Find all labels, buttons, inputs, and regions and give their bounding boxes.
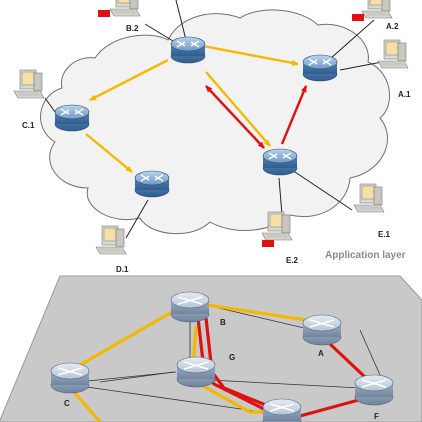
layer-label: Application layer — [325, 250, 406, 261]
router-icon — [262, 398, 302, 422]
computer-icon — [353, 183, 385, 213]
computer-icon — [361, 0, 393, 19]
router-icon — [302, 54, 338, 82]
application-layer: B.2 A.2 A.1 C.1 D.1 E.1 E.2 Application … — [13, 0, 411, 274]
host-label-a1: A.1 — [398, 90, 411, 99]
router-icon — [134, 170, 170, 198]
router-icon — [54, 104, 90, 132]
host-label-e1: E.1 — [378, 230, 391, 239]
node-label-c: C — [64, 399, 70, 408]
router-icon — [354, 374, 394, 406]
computer-icon — [109, 0, 141, 17]
computer-icon — [95, 225, 127, 255]
router-icon — [176, 356, 216, 388]
router-icon — [170, 36, 206, 64]
router-icon — [302, 314, 342, 346]
computer-icon — [13, 69, 45, 99]
node-label-g: G — [229, 353, 235, 362]
router-icon — [50, 362, 90, 394]
node-label-a: A — [318, 349, 324, 358]
node-label-f: F — [374, 412, 379, 421]
host-label-a2: A.2 — [386, 22, 399, 31]
host-label-d1: D.1 — [116, 265, 129, 274]
red-paths — [205, 85, 308, 149]
host-tags — [98, 10, 364, 247]
router-icon — [170, 291, 210, 323]
host-label-c1: C.1 — [22, 121, 35, 130]
host-label-e2: E.2 — [286, 256, 299, 265]
physical-layer: B A G C F — [0, 275, 422, 422]
computer-icon — [377, 39, 409, 69]
node-label-b: B — [220, 318, 226, 327]
router-icon — [262, 148, 298, 176]
host-label-b2: B.2 — [126, 24, 139, 33]
